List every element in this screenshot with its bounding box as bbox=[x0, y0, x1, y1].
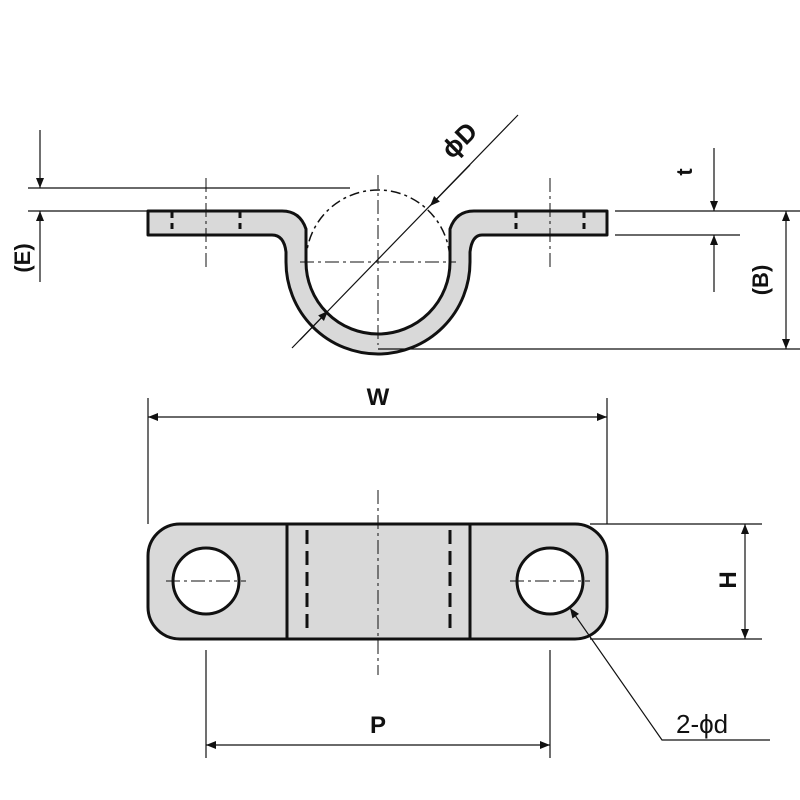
dimension-H bbox=[590, 523, 762, 640]
hole-callout-leader bbox=[569, 607, 770, 741]
dimension-W bbox=[147, 398, 608, 524]
top-center-lines bbox=[166, 490, 590, 675]
bend-hidden-lines bbox=[305, 530, 452, 634]
pipe-phantom-circle bbox=[305, 189, 451, 263]
side-view: ϕD (E) t (B) bbox=[10, 114, 800, 356]
dimension-P-label: P bbox=[370, 712, 386, 739]
top-view: W H P 2-ϕd bbox=[146, 384, 770, 758]
dimension-H-label: H bbox=[715, 571, 742, 588]
dimension-P bbox=[205, 650, 551, 758]
diameter-D-arrow-top bbox=[429, 164, 471, 207]
hole-callout-label: 2-ϕd bbox=[676, 709, 728, 739]
dimension-E bbox=[28, 130, 350, 282]
dimension-t-label: t bbox=[672, 168, 697, 176]
dimension-t bbox=[615, 148, 740, 292]
dimension-W-label: W bbox=[367, 384, 390, 411]
dimension-B bbox=[378, 210, 800, 350]
dimension-E-label: (E) bbox=[10, 243, 35, 272]
diameter-D-label: ϕD bbox=[435, 116, 483, 164]
diameter-D-arrow-bottom bbox=[299, 310, 329, 341]
strap-profile bbox=[146, 209, 609, 356]
dimension-B-label: (B) bbox=[748, 265, 773, 296]
diameter-D-leader bbox=[291, 114, 519, 349]
bend-lines bbox=[285, 524, 472, 639]
flange-hole-hidden-lines bbox=[170, 212, 586, 234]
